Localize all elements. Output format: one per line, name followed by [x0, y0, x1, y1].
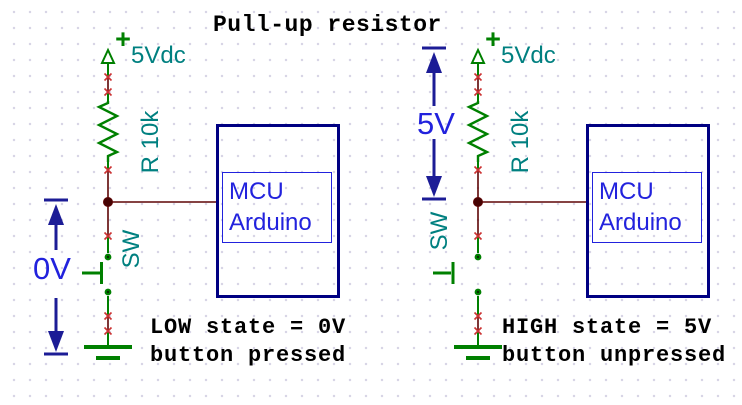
- right-mcu-name-line2: Arduino: [599, 209, 682, 236]
- left-resistor-value-label: R 10k: [137, 110, 164, 174]
- right-plus-polarity-label: +: [485, 24, 501, 54]
- left-mcu-box: [216, 124, 340, 298]
- right-voltage-arrow-icon: [422, 46, 446, 201]
- right-voltage-annotation: 5V: [417, 106, 455, 141]
- right-caption-button: button unpressed: [502, 343, 727, 368]
- left-wires: [107, 171, 217, 346]
- left-pushbutton-switch-icon: [82, 253, 112, 296]
- schematic-title: Pull-up resistor: [213, 12, 442, 38]
- left-power-symbol-icon: [100, 47, 116, 101]
- left-voltage-arrow-icon: [44, 198, 68, 356]
- right-pushbutton-switch-icon: [433, 253, 482, 296]
- left-junction-dot: [103, 197, 113, 207]
- left-mcu-name-line2: Arduino: [229, 209, 312, 236]
- left-caption: LOW state = 0V button pressed: [150, 314, 346, 370]
- left-supply-voltage-label: 5Vdc: [131, 42, 186, 69]
- right-mcu-name-line1: MCU: [599, 178, 654, 205]
- left-switch-ref-label: SW: [118, 229, 145, 269]
- right-switch-ref-label: SW: [426, 211, 453, 251]
- right-mcu-inner-box: MCU Arduino: [592, 172, 702, 243]
- right-caption: HIGH state = 5V button unpressed: [502, 314, 726, 370]
- right-resistor-icon: [466, 101, 490, 169]
- right-ground-icon: [454, 345, 502, 360]
- right-resistor-value-label: R 10k: [507, 110, 534, 174]
- left-plus-polarity-label: +: [115, 24, 131, 54]
- left-voltage-annotation: 0V: [33, 251, 71, 286]
- left-mcu-inner-box: MCU Arduino: [222, 172, 332, 243]
- left-caption-state: LOW state = 0V: [150, 315, 347, 340]
- left-resistor-icon: [96, 101, 120, 169]
- right-junction-dot: [473, 197, 483, 207]
- right-caption-state: HIGH state = 5V: [502, 315, 713, 340]
- right-wires: [477, 171, 587, 346]
- left-caption-button: button pressed: [150, 343, 347, 368]
- left-mcu-name-line1: MCU: [229, 178, 284, 205]
- right-mcu-box: [586, 124, 710, 298]
- left-ground-icon: [84, 345, 132, 360]
- right-supply-voltage-label: 5Vdc: [501, 42, 556, 69]
- right-power-symbol-icon: [470, 47, 486, 101]
